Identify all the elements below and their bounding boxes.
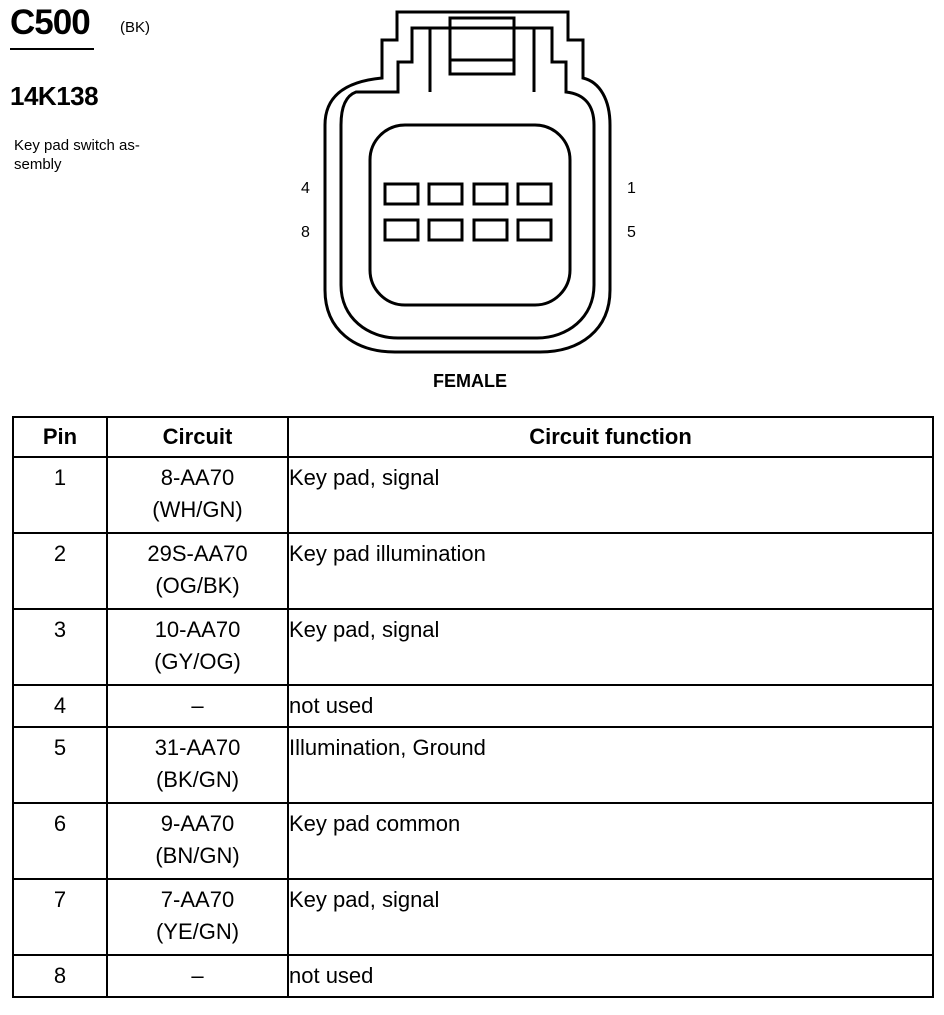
circuit-number: 8-AA70 [160,465,235,490]
connector-housing-inner [339,26,596,340]
pin-cavity-6 [472,218,509,242]
part-number: 14K138 [10,81,99,111]
circuit-function-cell: Key pad, signal [287,608,934,686]
pin-number-cell: 5 [12,726,108,804]
circuit-number: 7-AA70 [160,887,235,912]
pin-cavity-2 [472,182,509,206]
part-description: Key pad switch as- sembly [14,136,174,174]
circuit-cell: 8-AA70 (WH/GN) [106,456,289,534]
pinout-header-row: Pin Circuit Circuit function [12,416,934,458]
connector-face-diagram [323,10,612,354]
circuit-number: 10-AA70 [154,617,241,642]
table-row: 5 31-AA70 (BK/GN) Illumination, Ground [12,726,934,804]
table-row: 7 7-AA70 (YE/GN) Key pad, signal [12,878,934,956]
connector-id: C500 [10,3,91,42]
wire-color: (WH/GN) [152,497,243,522]
circuit-function-cell: Key pad, signal [287,878,934,956]
part-description-line-1: Key pad switch as- [14,137,140,154]
pin-number-cell: 8 [12,954,108,998]
wire-color: (YE/GN) [155,919,240,944]
pin-number-cell: 6 [12,802,108,880]
pinout-table: Pin Circuit Circuit function 1 8-AA70 (WH/… [12,416,934,998]
circuit-cell: – [106,684,289,728]
pin-cavity-5 [516,218,553,242]
pin-number-cell: 3 [12,608,108,686]
part-description-line-2: sembly [14,156,62,173]
circuit-cell: – [106,954,289,998]
circuit-column-header: Circuit [106,416,289,458]
circuit-function-cell: not used [287,954,934,998]
pin-cavity-block [368,123,572,307]
pin-cavity-3 [427,182,464,206]
circuit-function-cell: Illumination, Ground [287,726,934,804]
table-row: 6 9-AA70 (BN/GN) Key pad common [12,802,934,880]
pin-column-header: Pin [12,416,108,458]
pin-number-cell: 2 [12,532,108,610]
table-row: 4 – not used [12,684,934,728]
pin-number-cell: 4 [12,684,108,728]
circuit-cell: 31-AA70 (BK/GN) [106,726,289,804]
pin-number-cell: 1 [12,456,108,534]
function-column-header: Circuit function [287,416,934,458]
connector-housing-outer [323,10,612,354]
pin-label-1: 1 [627,180,636,197]
circuit-cell: 7-AA70 (YE/GN) [106,878,289,956]
circuit-number: – [191,963,204,988]
table-row: 1 8-AA70 (WH/GN) Key pad, signal [12,456,934,534]
circuit-number: 9-AA70 [160,811,235,836]
wire-color: (BK/GN) [155,767,240,792]
wire-color: (OG/BK) [155,573,240,598]
wire-color: (BN/GN) [155,843,240,868]
circuit-number: 29S-AA70 [147,541,248,566]
pin-label-8: 8 [301,224,310,241]
connector-color: (BK) [120,19,150,36]
circuit-function-cell: Key pad illumination [287,532,934,610]
pin-number-cell: 7 [12,878,108,956]
circuit-function-cell: Key pad, signal [287,456,934,534]
circuit-cell: 29S-AA70 (OG/BK) [106,532,289,610]
circuit-function-cell: not used [287,684,934,728]
connector-latch [448,16,516,76]
pin-cavity-1 [516,182,553,206]
connector-gender-caption: FEMALE [433,371,507,391]
pin-label-4: 4 [301,180,310,197]
table-row: 8 – not used [12,954,934,998]
pin-label-5: 5 [627,224,636,241]
circuit-cell: 10-AA70 (GY/OG) [106,608,289,686]
wire-color: (GY/OG) [154,649,241,674]
pin-cavity-7 [427,218,464,242]
connector-id-underline [10,48,94,50]
pin-cavity-8 [383,218,420,242]
circuit-function-cell: Key pad common [287,802,934,880]
pin-cavity-4 [383,182,420,206]
table-row: 2 29S-AA70 (OG/BK) Key pad illumination [12,532,934,610]
circuit-number: 31-AA70 [154,735,241,760]
circuit-number: – [191,693,204,718]
circuit-cell: 9-AA70 (BN/GN) [106,802,289,880]
table-row: 3 10-AA70 (GY/OG) Key pad, signal [12,608,934,686]
